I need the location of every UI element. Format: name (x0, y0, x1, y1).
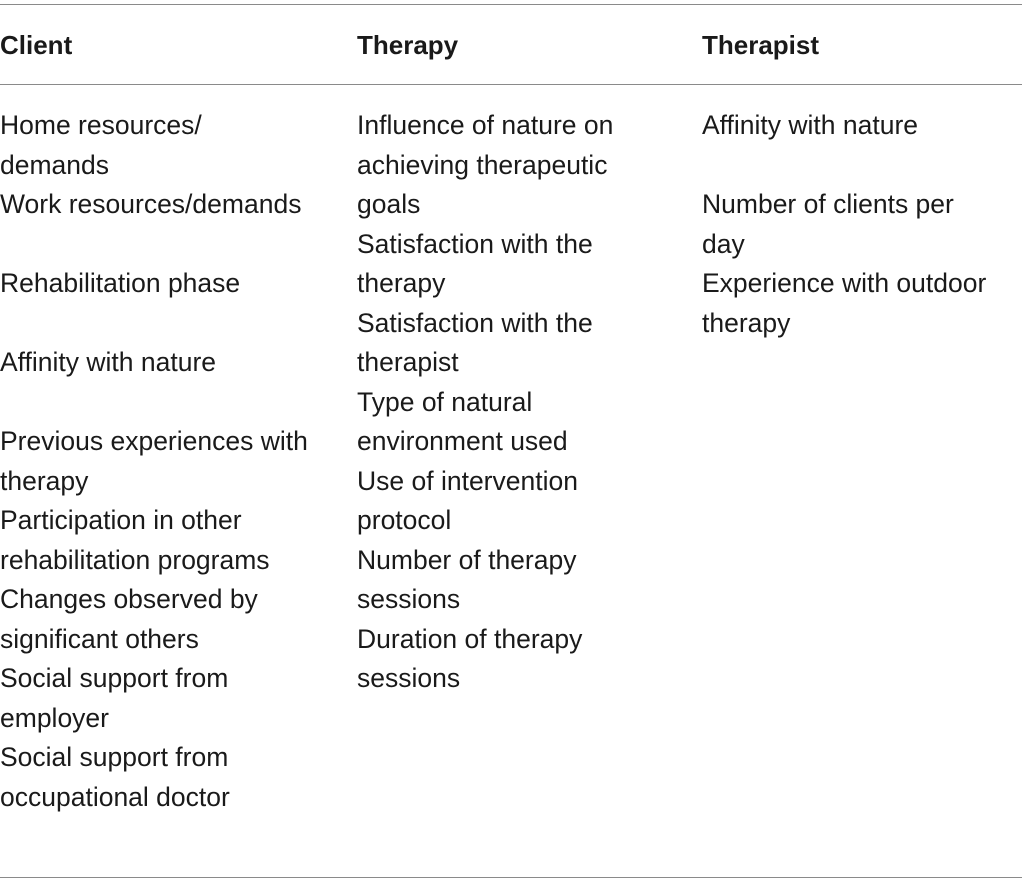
therapy-item-natural-environment: Type of natural environment used (357, 386, 568, 457)
client-item-participation: Participation in other rehabilitation pr… (0, 505, 270, 575)
client-item-rehabilitation-phase: Rehabilitation phase (0, 268, 241, 298)
therapy-item-influence-of-nature: Influence of nature on achieving therape… (357, 110, 614, 219)
client-item-previous-experiences: Previous experiences with therapy (0, 426, 308, 496)
header-client: Client (0, 30, 73, 60)
therapist-item-clients-per-day: Number of clients per day (702, 189, 954, 259)
header-therapy: Therapy (357, 30, 459, 60)
therapist-item-outdoor-experience: Experience with outdoor therapy (702, 268, 987, 338)
client-item-changes-observed: Changes observed by significant others (0, 584, 258, 654)
client-item-home-resources: Home resources/ demands (0, 110, 202, 180)
therapy-item-satisfaction-therapist: Satisfaction with the therapist (357, 307, 593, 378)
table-header-rule (0, 84, 1022, 85)
client-item-work-resources: Work resources/demands (0, 189, 302, 219)
therapy-item-number-of-sessions: Number of therapy sessions (357, 544, 577, 615)
therapist-column: Affinity with nature Number of clients p… (702, 106, 1022, 343)
client-item-support-doctor: Social support from occupational doctor (0, 742, 230, 812)
header-therapist: Therapist (702, 30, 820, 60)
therapy-item-satisfaction-therapy: Satisfaction with the therapy (357, 228, 593, 299)
table-header-row: Client Therapy Therapist (0, 28, 1022, 64)
client-item-support-employer: Social support from employer (0, 663, 229, 733)
therapy-item-duration-of-sessions: Duration of therapy sessions (357, 623, 583, 694)
client-column: Home resources/ demands Work resources/d… (0, 106, 345, 817)
table-top-rule (0, 4, 1022, 5)
table-bottom-rule (0, 877, 1022, 878)
therapy-item-intervention-protocol: Use of intervention protocol (357, 465, 578, 536)
therapist-item-affinity-with-nature: Affinity with nature (702, 110, 919, 140)
therapy-column: Influence of nature on achieving therape… (357, 106, 697, 699)
client-item-affinity-with-nature: Affinity with nature (0, 347, 217, 377)
